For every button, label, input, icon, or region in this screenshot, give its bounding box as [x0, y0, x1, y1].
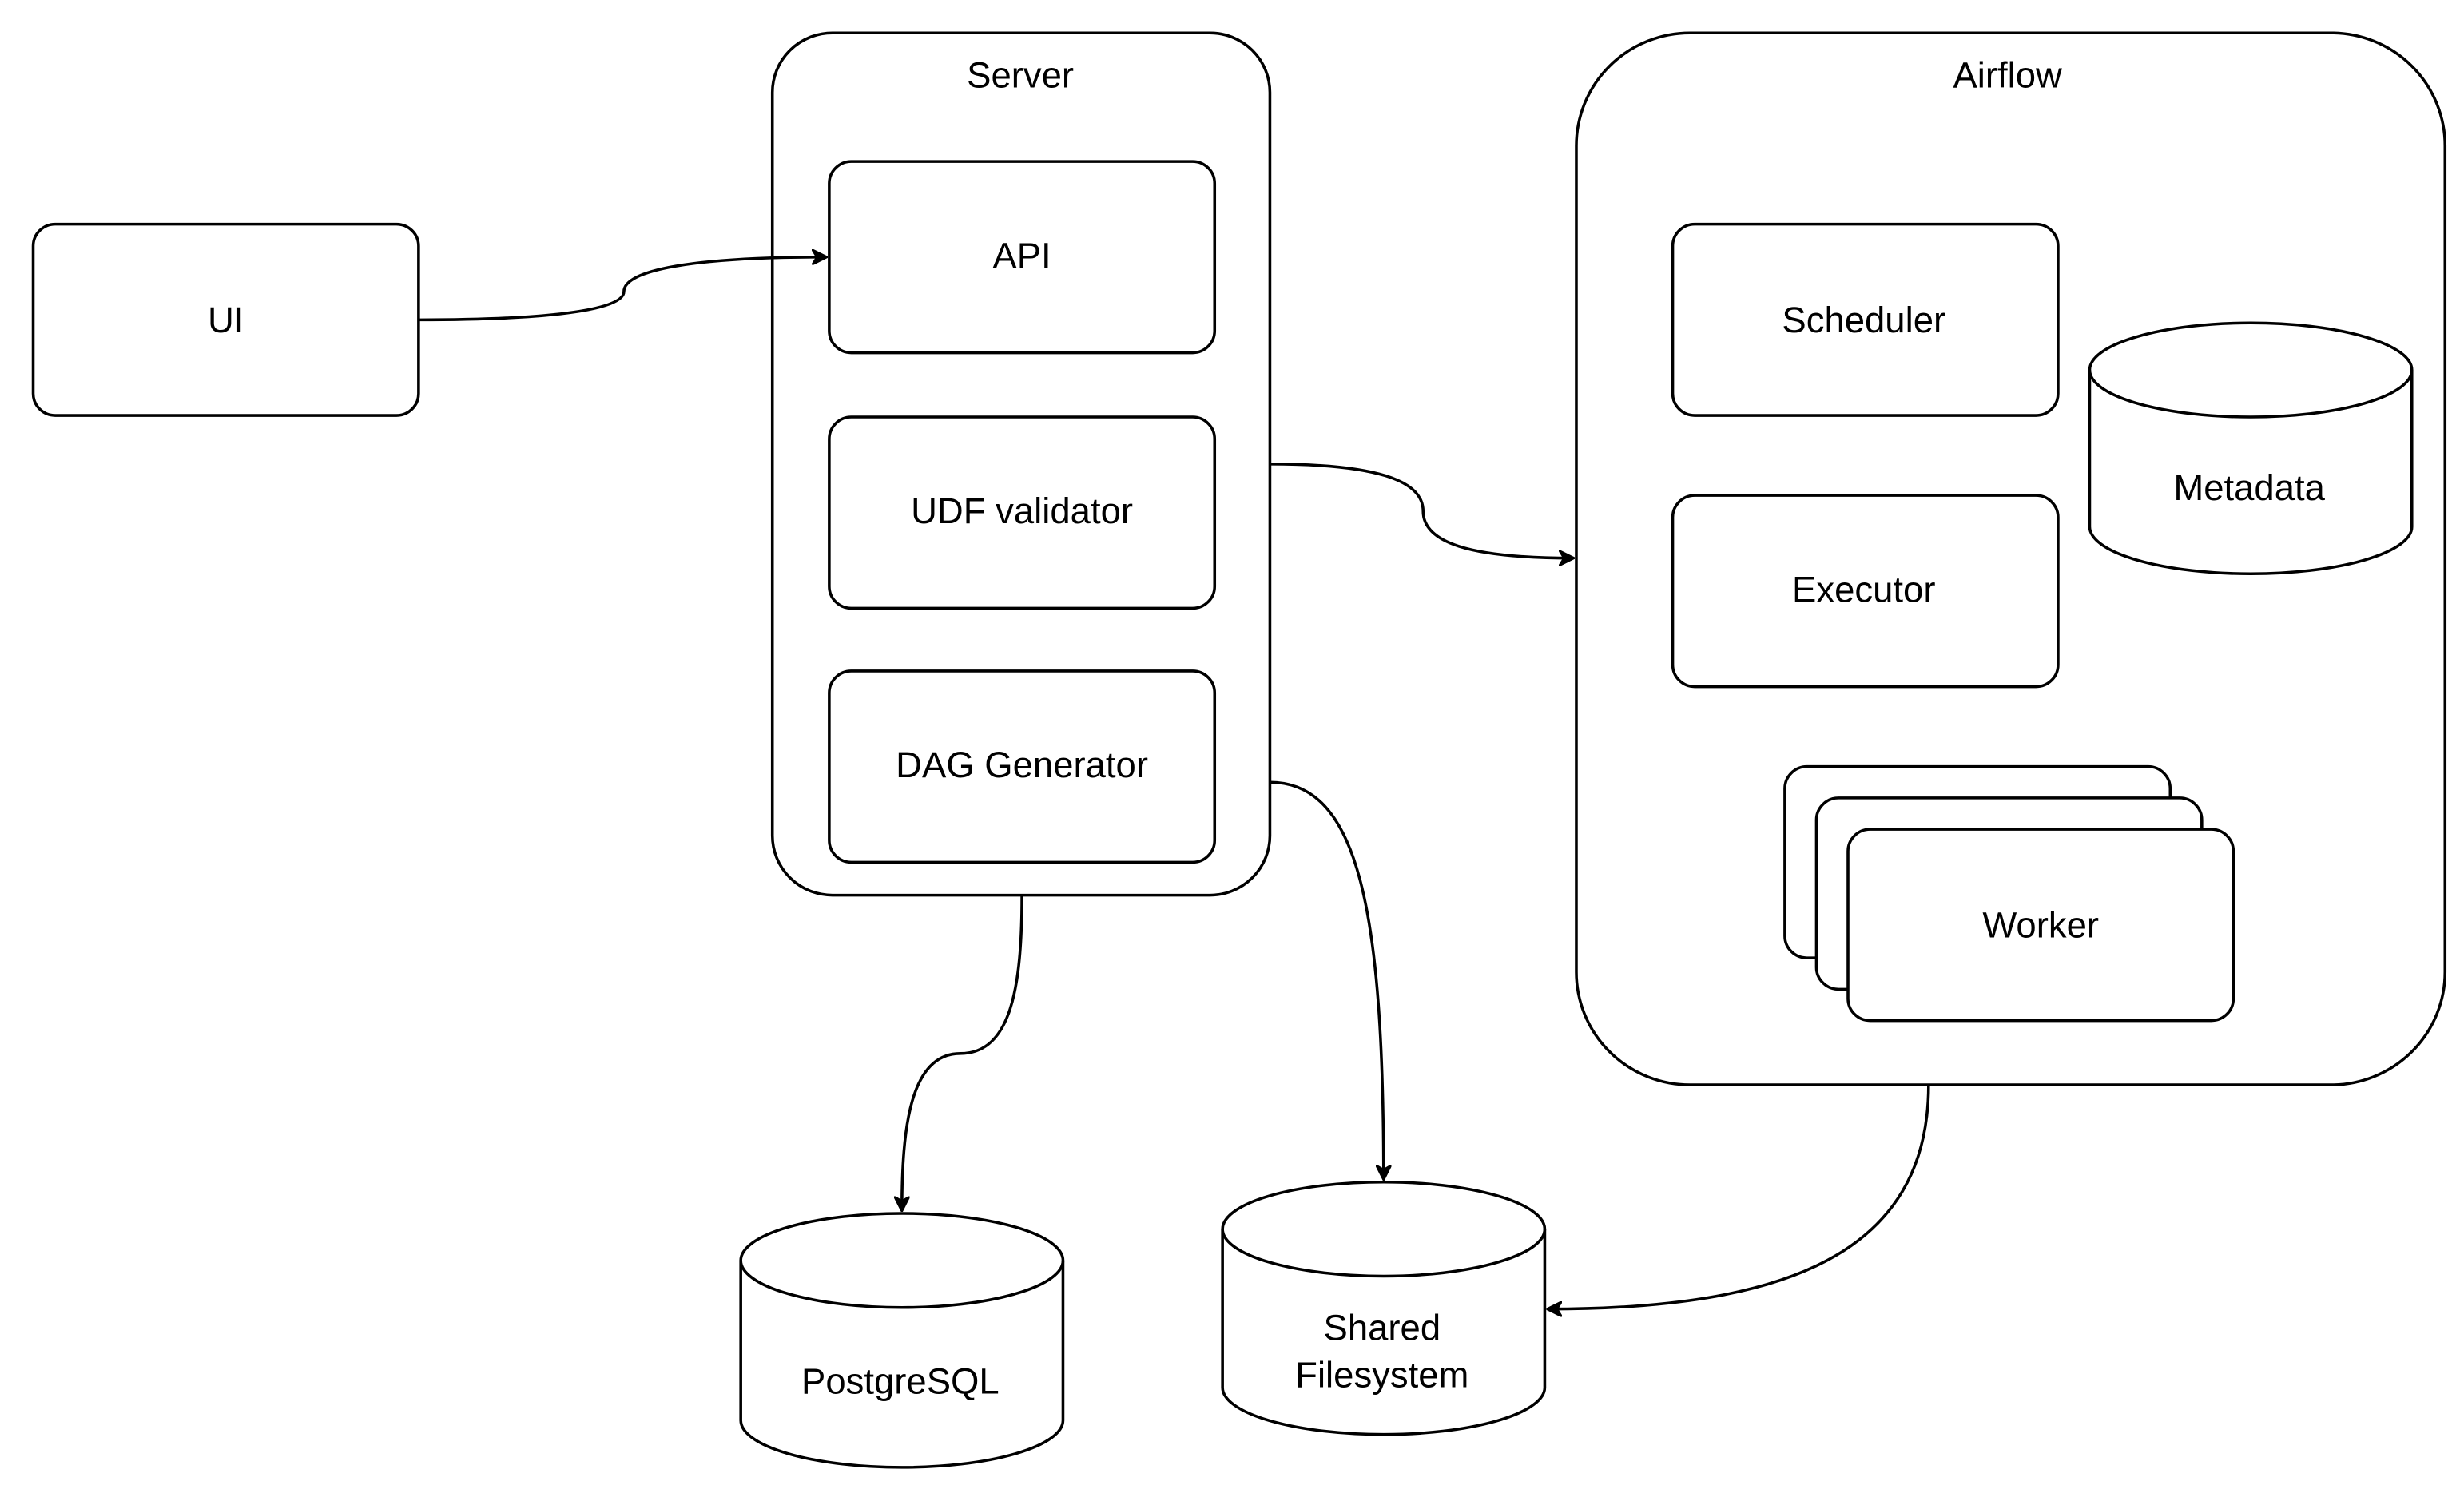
airflow-title: Airflow	[1953, 55, 2062, 96]
server-title: Server	[967, 55, 1074, 96]
ui-label: UI	[208, 300, 244, 340]
worker-stack[interactable]: Worker	[1783, 764, 2235, 1023]
metadata-database[interactable]: Metadata	[2088, 321, 2414, 576]
executor-label: Executor	[1792, 569, 1935, 610]
server-to-postgresql-arrow	[902, 895, 1023, 1210]
api-label: API	[992, 235, 1051, 276]
executor-node[interactable]: Executor	[1671, 494, 2060, 689]
postgresql-database[interactable]: PostgreSQL	[739, 1212, 1065, 1469]
api-node[interactable]: API	[828, 160, 1217, 355]
server-to-shared-filesystem-arrow	[1270, 780, 1383, 1179]
udf-validator-node[interactable]: UDF validator	[828, 415, 1217, 610]
worker-card-front	[1846, 828, 2235, 1023]
dag-generator-label: DAG Generator	[896, 745, 1148, 785]
dag-generator-node[interactable]: DAG Generator	[828, 669, 1217, 864]
udf-validator-label: UDF validator	[911, 490, 1133, 531]
shared-filesystem-label-line1: Shared	[1324, 1308, 1441, 1348]
shared-filesystem-label-line2: Filesystem	[1295, 1355, 1468, 1396]
airflow-to-shared-filesystem-arrow	[1548, 1085, 1930, 1309]
postgresql-label: PostgreSQL	[801, 1361, 1000, 1402]
scheduler-label: Scheduler	[1782, 300, 1945, 340]
ui-node[interactable]: UI	[31, 222, 420, 417]
ui-to-api-arrow	[418, 257, 826, 322]
shared-filesystem-database[interactable]: Shared Filesystem	[1221, 1180, 1547, 1436]
worker-label: Worker	[1982, 904, 2099, 945]
server-to-airflow-arrow	[1270, 463, 1573, 558]
metadata-label: Metadata	[2173, 467, 2325, 508]
scheduler-node[interactable]: Scheduler	[1671, 222, 2060, 417]
